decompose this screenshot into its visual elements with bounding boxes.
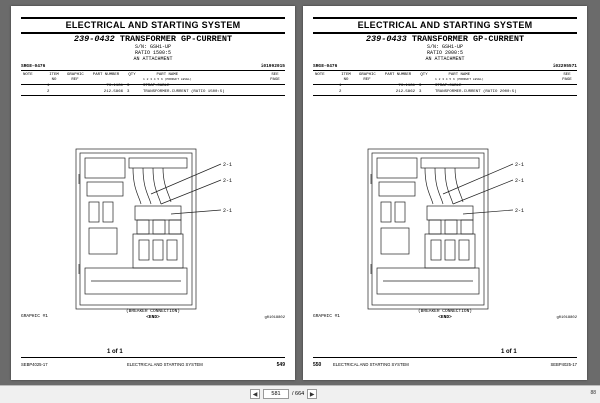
prev-page-button[interactable]: ◀ <box>250 389 260 399</box>
row-qty: 3 <box>127 84 130 88</box>
breaker-connection-drawing: 2-1 2-1 2-1 <box>367 148 524 310</box>
callout-label: 2-1 <box>515 178 524 184</box>
row-item: 2 <box>47 90 50 94</box>
footer-doc-id: SEBP4025-17 <box>550 362 577 367</box>
footer-section: ELECTRICAL AND STARTING SYSTEM <box>127 362 203 367</box>
title-text: TRANSFORMER GP-CURRENT <box>119 34 233 44</box>
illustration-id: i02295571 <box>552 64 577 69</box>
row-part[interactable]: 7K-1181 <box>106 84 123 88</box>
next-page-button[interactable]: ▶ <box>307 389 318 399</box>
caption: (BREAKER CONNECTION) <box>417 309 472 314</box>
row-item: 2 <box>339 90 342 94</box>
document-page-left: ELECTRICAL AND STARTING SYSTEM 239-0432 … <box>11 6 295 380</box>
header-graphic-ref: GRAPHIC REF <box>67 73 84 82</box>
zoom-level[interactable]: 88 <box>590 390 596 396</box>
viewer-toolbar: ◀ 581 / 664 ▶ 88 <box>0 385 600 403</box>
row-part[interactable]: 212-5862 <box>395 90 415 94</box>
callout-label: 2-1 <box>223 178 232 184</box>
document-page-right: ELECTRICAL AND STARTING SYSTEM 239-0433 … <box>303 6 587 380</box>
header-part-number: PART NUMBER <box>384 73 412 77</box>
header-note: NOTE <box>315 73 325 77</box>
section-band: ELECTRICAL AND STARTING SYSTEM <box>313 17 577 34</box>
footer-doc-id: SEBP4025-17 <box>21 362 48 367</box>
row-name: STRAP-CABLE <box>143 84 170 88</box>
row-part[interactable]: 7K-1181 <box>398 84 415 88</box>
caption: (BREAKER CONNECTION) <box>125 309 180 314</box>
serial-number: S/N: GSH1-UP <box>134 44 171 50</box>
attachment: AN ATTACHMENT <box>133 56 173 62</box>
table-row: 1 7K-1181 3 STRAP-CABLE <box>21 84 285 89</box>
graphic-id: g01018802 <box>264 316 285 320</box>
row-item: 1 <box>339 84 342 88</box>
page-of: 1 of 1 <box>107 349 123 355</box>
row-name: TRANSFORMER-CURRENT (RATIO 1500:5) <box>143 90 225 94</box>
header-graphic-ref: GRAPHIC REF <box>359 73 376 82</box>
header-item: ITEM NO <box>49 73 59 82</box>
triangle-left-icon: ◀ <box>252 391 258 398</box>
header-item: ITEM NO <box>341 73 351 82</box>
row-name: TRANSFORMER-CURRENT (RATIO 2000:5) <box>435 90 517 94</box>
callout-label: 2-1 <box>223 162 232 168</box>
row-name: STRAP-CABLE <box>435 84 462 88</box>
callout-label: 2-1 <box>515 162 524 168</box>
footer-rule <box>313 357 577 358</box>
ratio: RATIO 2000:5 <box>426 50 463 56</box>
triangle-right-icon: ▶ <box>309 391 315 398</box>
ref-code: SRG8-0476 <box>21 64 46 69</box>
graphic-id: g01018802 <box>556 316 577 320</box>
callout-label: 2-1 <box>223 208 232 214</box>
page-number: 549 <box>276 362 285 368</box>
page-number: 550 <box>313 362 322 368</box>
illustration-id: i01992015 <box>260 64 285 69</box>
footer-rule <box>21 357 285 358</box>
header-qty: QTY <box>420 73 428 77</box>
part-number: 239-0433 <box>365 34 407 44</box>
serial-number: S/N: GSH1-UP <box>426 44 463 50</box>
table-row: 1 7K-1181 3 STRAP-CABLE <box>313 84 577 89</box>
total-pages: / 664 <box>292 391 305 397</box>
section-band: ELECTRICAL AND STARTING SYSTEM <box>21 17 285 34</box>
row-qty: 3 <box>419 84 422 88</box>
page-title: 239-0432 TRANSFORMER GP-CURRENT <box>21 34 285 44</box>
header-qty: QTY <box>128 73 136 77</box>
callout-label: 2-1 <box>515 208 524 214</box>
end-marker: <END> <box>146 315 160 320</box>
header-see-page: SEE PAGE <box>562 73 572 82</box>
table-row: 2 212-5862 3 TRANSFORMER-CURRENT (RATIO … <box>313 90 577 96</box>
header-see-page: SEE PAGE <box>270 73 280 82</box>
parts-table-header: NOTE ITEM NO GRAPHIC REF PART NUMBER QTY… <box>21 70 285 85</box>
title-text: TRANSFORMER GP-CURRENT <box>411 34 525 44</box>
page-number-input[interactable]: 581 <box>263 389 289 399</box>
row-qty: 3 <box>419 90 422 94</box>
ref-code: SRG8-0476 <box>313 64 338 69</box>
page-navigator: ◀ 581 / 664 ▶ <box>250 389 350 399</box>
row-qty: 3 <box>127 90 130 94</box>
header-part-name-sub: 1 2 3 4 5 6 (PRODUCT LEVEL) <box>435 77 484 81</box>
end-marker: <END> <box>438 315 452 320</box>
header-part-number: PART NUMBER <box>92 73 120 77</box>
row-item: 1 <box>47 84 50 88</box>
page-of: 1 of 1 <box>501 349 517 355</box>
graphic-label: GRAPHIC #1 <box>21 314 49 319</box>
attachment: AN ATTACHMENT <box>425 56 465 62</box>
ratio: RATIO 1500:5 <box>134 50 171 56</box>
header-part-name-text: PART NAME <box>156 73 179 77</box>
graphic-label: GRAPHIC #1 <box>313 314 341 319</box>
header-part-name-sub: 1 2 3 4 5 6 (PRODUCT LEVEL) <box>143 77 192 81</box>
parts-table-header: NOTE ITEM NO GRAPHIC REF PART NUMBER QTY… <box>313 70 577 85</box>
header-note: NOTE <box>23 73 33 77</box>
page-title: 239-0433 TRANSFORMER GP-CURRENT <box>313 34 577 44</box>
footer-section: ELECTRICAL AND STARTING SYSTEM <box>333 362 409 367</box>
breaker-connection-drawing: 2-1 2-1 2-1 <box>75 148 232 310</box>
row-part[interactable]: 212-5866 <box>103 90 123 94</box>
part-number: 239-0432 <box>73 34 115 44</box>
header-part-name-text: PART NAME <box>448 73 471 77</box>
table-row: 2 212-5866 3 TRANSFORMER-CURRENT (RATIO … <box>21 90 285 96</box>
